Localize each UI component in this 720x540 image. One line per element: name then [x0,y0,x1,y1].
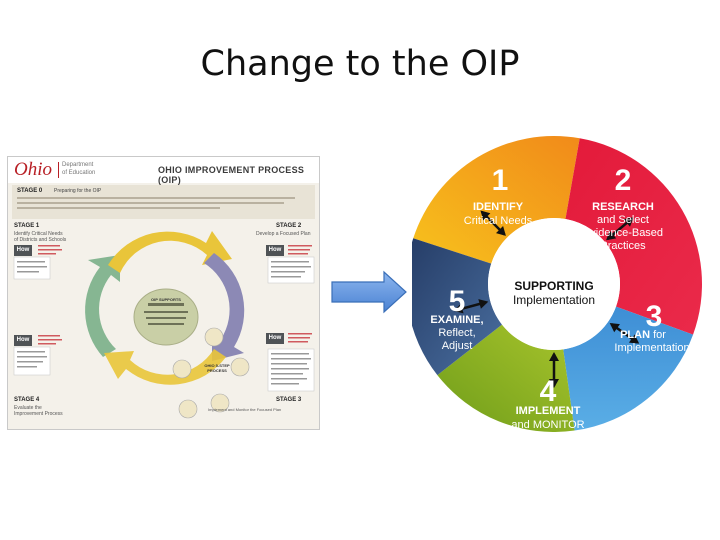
cycle-center [488,218,620,350]
seg4-number: 4 [540,375,557,408]
stage0-label: STAGE 0 [17,188,43,194]
slide-title: Change to the OIP [200,44,520,84]
doc-arc-yellow [108,231,232,273]
arrow-head-icon [478,299,489,309]
cycle-segment-1 [413,135,580,264]
five-step-cycle: 1 IDENTIFY Critical Needs 2 RESEARCH and… [412,135,702,432]
oip-cycle-graphic [13,231,315,419]
doc-arc-green [85,255,120,357]
seg2-number: 2 [615,164,632,197]
arrow-head-icon [628,334,640,344]
arrow-head-icon [623,217,634,227]
seg2-line1: RESEARCH [592,201,654,213]
stage1-sub2: of Districts and Schools [14,237,67,243]
seg5-line2: Reflect, [438,327,475,339]
stage1-label: STAGE 1 [14,223,40,229]
stage0-sub: Preparing for the OIP [54,188,102,194]
cycle-segment-5 [412,238,502,376]
doc-hub-heading: OIP SUPPORTS [151,297,181,302]
stage4-label: STAGE 4 [14,397,40,403]
how-tab-stage2: How [266,245,284,256]
doc-heading: OHIO IMPROVEMENT PROCESS (OIP) [158,165,305,185]
doc-arc-bottom [104,349,226,385]
arrow-head-icon [609,323,620,333]
how-tab-stage3: How [266,333,284,344]
stage3-label: STAGE 3 [276,397,302,403]
seg4-line1: IMPLEMENT [516,405,581,417]
seg5-line1: EXAMINE, [430,314,483,326]
doc-step-circle-1 [204,327,224,347]
doc-header: Ohio Department of Education OHIO IMPROV… [8,157,319,185]
arrow-head-icon [453,303,464,314]
seg2-line2: and Select [597,214,649,226]
stage4-sub1: Evaluate the [14,405,42,411]
oip-document-image: Ohio Department of Education OHIO IMPROV… [7,156,320,430]
seg3-line1: PLAN for [620,329,666,341]
seg1-line1: IDENTIFY [473,201,524,213]
arrow-head-icon [549,379,559,388]
seg3-line2: Implementation [614,342,689,354]
how-tab-stage4: How [14,335,32,346]
arrow-head-icon [480,210,491,221]
right-arrow-icon [331,270,407,314]
cycle-segment-3 [563,306,694,431]
stage3-sub: Implement and Monitor the Focused Plan [208,407,282,412]
stage0-box: STAGE 0 Preparing for the OIP [12,185,315,219]
doc-step-circle-3 [210,393,230,413]
seg4-line2: and MONITOR [511,419,584,431]
ohio-logo: Ohio [14,159,52,180]
logo-divider [58,162,59,178]
stage4-sub2: Improvement Process [14,411,63,417]
seg2-line4: Practices [600,240,646,252]
cycle-segment-2 [565,138,702,335]
arrow-head-icon [496,226,506,236]
how-tab-stage1: How [14,245,32,256]
arrow-head-icon [606,230,617,241]
seg5-number: 5 [449,285,466,318]
seg1-line2: Critical Needs [464,215,533,227]
seg2-line3: Evidence-Based [583,227,663,239]
doc-step-circle-4 [178,399,198,419]
center-line1: SUPPORTING [514,279,593,293]
doc-5step-title: OHIO 5-STEP PROCESS [204,363,230,373]
stage2-sub: Develop a Focused Plan [256,231,311,237]
seg3-number: 3 [646,300,663,333]
doc-step-circle-2 [230,357,250,377]
dept-line2: of Education [62,170,96,176]
seg1-number: 1 [492,164,509,197]
center-line2: Implementation [513,293,595,307]
cycle-segment-4 [437,324,575,432]
doc-step-circle-5 [172,359,192,379]
seg5-line3: Adjust [442,340,473,352]
stage0-text-lines [17,197,307,212]
arrow-head-icon [549,352,559,361]
stage1-sub1: Identify Critical Needs [14,231,63,237]
dept-line1: Department [62,162,94,168]
doc-arc-purple [204,253,245,361]
stage2-label: STAGE 2 [276,223,302,229]
